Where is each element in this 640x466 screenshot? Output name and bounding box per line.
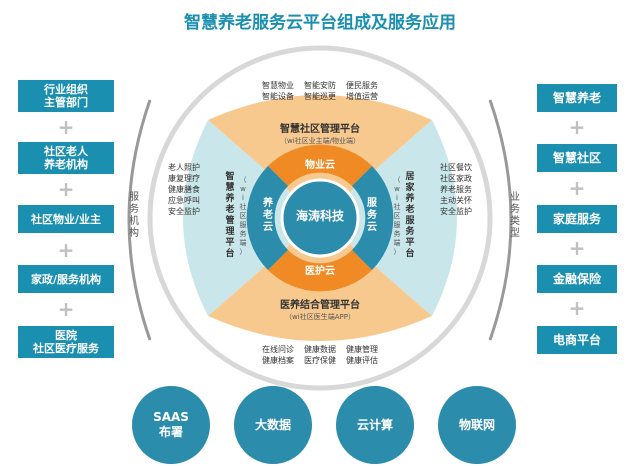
left-arc-label: 服务机构 [129,192,139,239]
segment-top [268,144,372,186]
tech-circle-bigdata[interactable]: 大数据 [234,386,312,464]
plus-icon: + [57,115,75,139]
plus-icon: + [57,177,75,201]
tech-label: 大数据 [254,417,291,432]
services-bottom-right: 健康管理健康评估 [346,345,378,365]
platform-left-title: 智慧养老管理平台 [225,172,235,259]
plus-icon: + [57,238,75,262]
segment-bottom [268,250,372,292]
segment-left-label: 养老云 [263,198,273,233]
right-box-smart-elderly[interactable]: 智慧养老 [537,84,617,112]
segment-left [246,166,288,270]
tech-circle-cloud[interactable]: 云计算 [336,386,414,464]
left-box-hospital[interactable]: 医院社区医疗服务 [18,326,114,358]
tech-circle-iot[interactable]: 物联网 [438,386,516,464]
segment-right-label: 服务云 [367,198,377,233]
left-box-property[interactable]: 社区物业/业主 [18,205,114,233]
platform-bottom-title: 医养结合管理平台 [280,300,360,311]
left-box-elderly[interactable]: 社区老人养老机构 [18,142,114,174]
services-top-mid: 智能安防智能巡更 [304,81,336,101]
plus-icon: + [568,115,586,139]
plus-icon: + [568,176,586,200]
right-box-ecommerce[interactable]: 电商平台 [537,326,617,354]
platform-bottom-sub: （wi社区医生端APP） [285,313,355,321]
left-box-housekeeping[interactable]: 家政/服务机构 [18,265,114,293]
center-circle [280,178,360,258]
plus-icon: + [568,296,586,320]
right-box-label: 家庭服务 [552,211,601,226]
tech-label: 物联网 [458,417,495,432]
services-top-right: 便民服务增值运营 [346,81,378,101]
left-box-label: 家政/服务机构 [30,272,102,286]
tech-label: 云计算 [356,417,393,432]
right-box-smart-community[interactable]: 智慧社区 [537,144,617,172]
services-left: 老人照护康复理疗健康膳食应急呼叫安全监护 [168,163,200,216]
right-box-label: 智慧养老 [552,90,601,105]
right-arc [488,99,513,341]
right-box-label: 智慧社区 [552,150,601,165]
right-box-family[interactable]: 家庭服务 [537,205,617,233]
left-box-label: 医院社区医疗服务 [33,329,99,355]
services-top-left: 智慧物业智能设备 [262,81,294,101]
platform-top-title: 智慧社区管理平台 [280,124,360,135]
left-box-industry[interactable]: 行业组织主管部门 [18,80,114,112]
right-arc-label: 业务类型 [510,192,520,239]
right-box-finance[interactable]: 金融保险 [537,265,617,293]
services-right: 社区餐饮社区家政养老服务主动关怀安全监护 [440,163,472,216]
services-bottom-left: 在线问诊健康档案 [262,345,294,365]
left-box-label: 社区老人养老机构 [44,145,88,171]
services-bottom-mid: 健康数据医疗保健 [304,345,336,365]
plus-icon: + [568,236,586,260]
left-box-label: 社区物业/业主 [30,212,102,226]
left-box-label: 行业组织主管部门 [44,83,88,109]
center-label: 海涛科技 [295,209,344,223]
platform-right-title: 居家养老服务平台 [405,172,415,259]
segment-right [352,166,394,270]
right-box-label: 电商平台 [552,332,601,347]
plus-icon: + [57,297,75,321]
segment-top-label: 物业云 [305,160,335,171]
page-title: 智慧养老服务云平台组成及服务应用 [184,13,456,33]
right-box-label: 金融保险 [552,271,601,286]
segment-bottom-label: 医护云 [305,266,335,277]
platform-top-sub: （wi社区业主端/物业端） [279,137,361,145]
left-arc [127,99,152,341]
